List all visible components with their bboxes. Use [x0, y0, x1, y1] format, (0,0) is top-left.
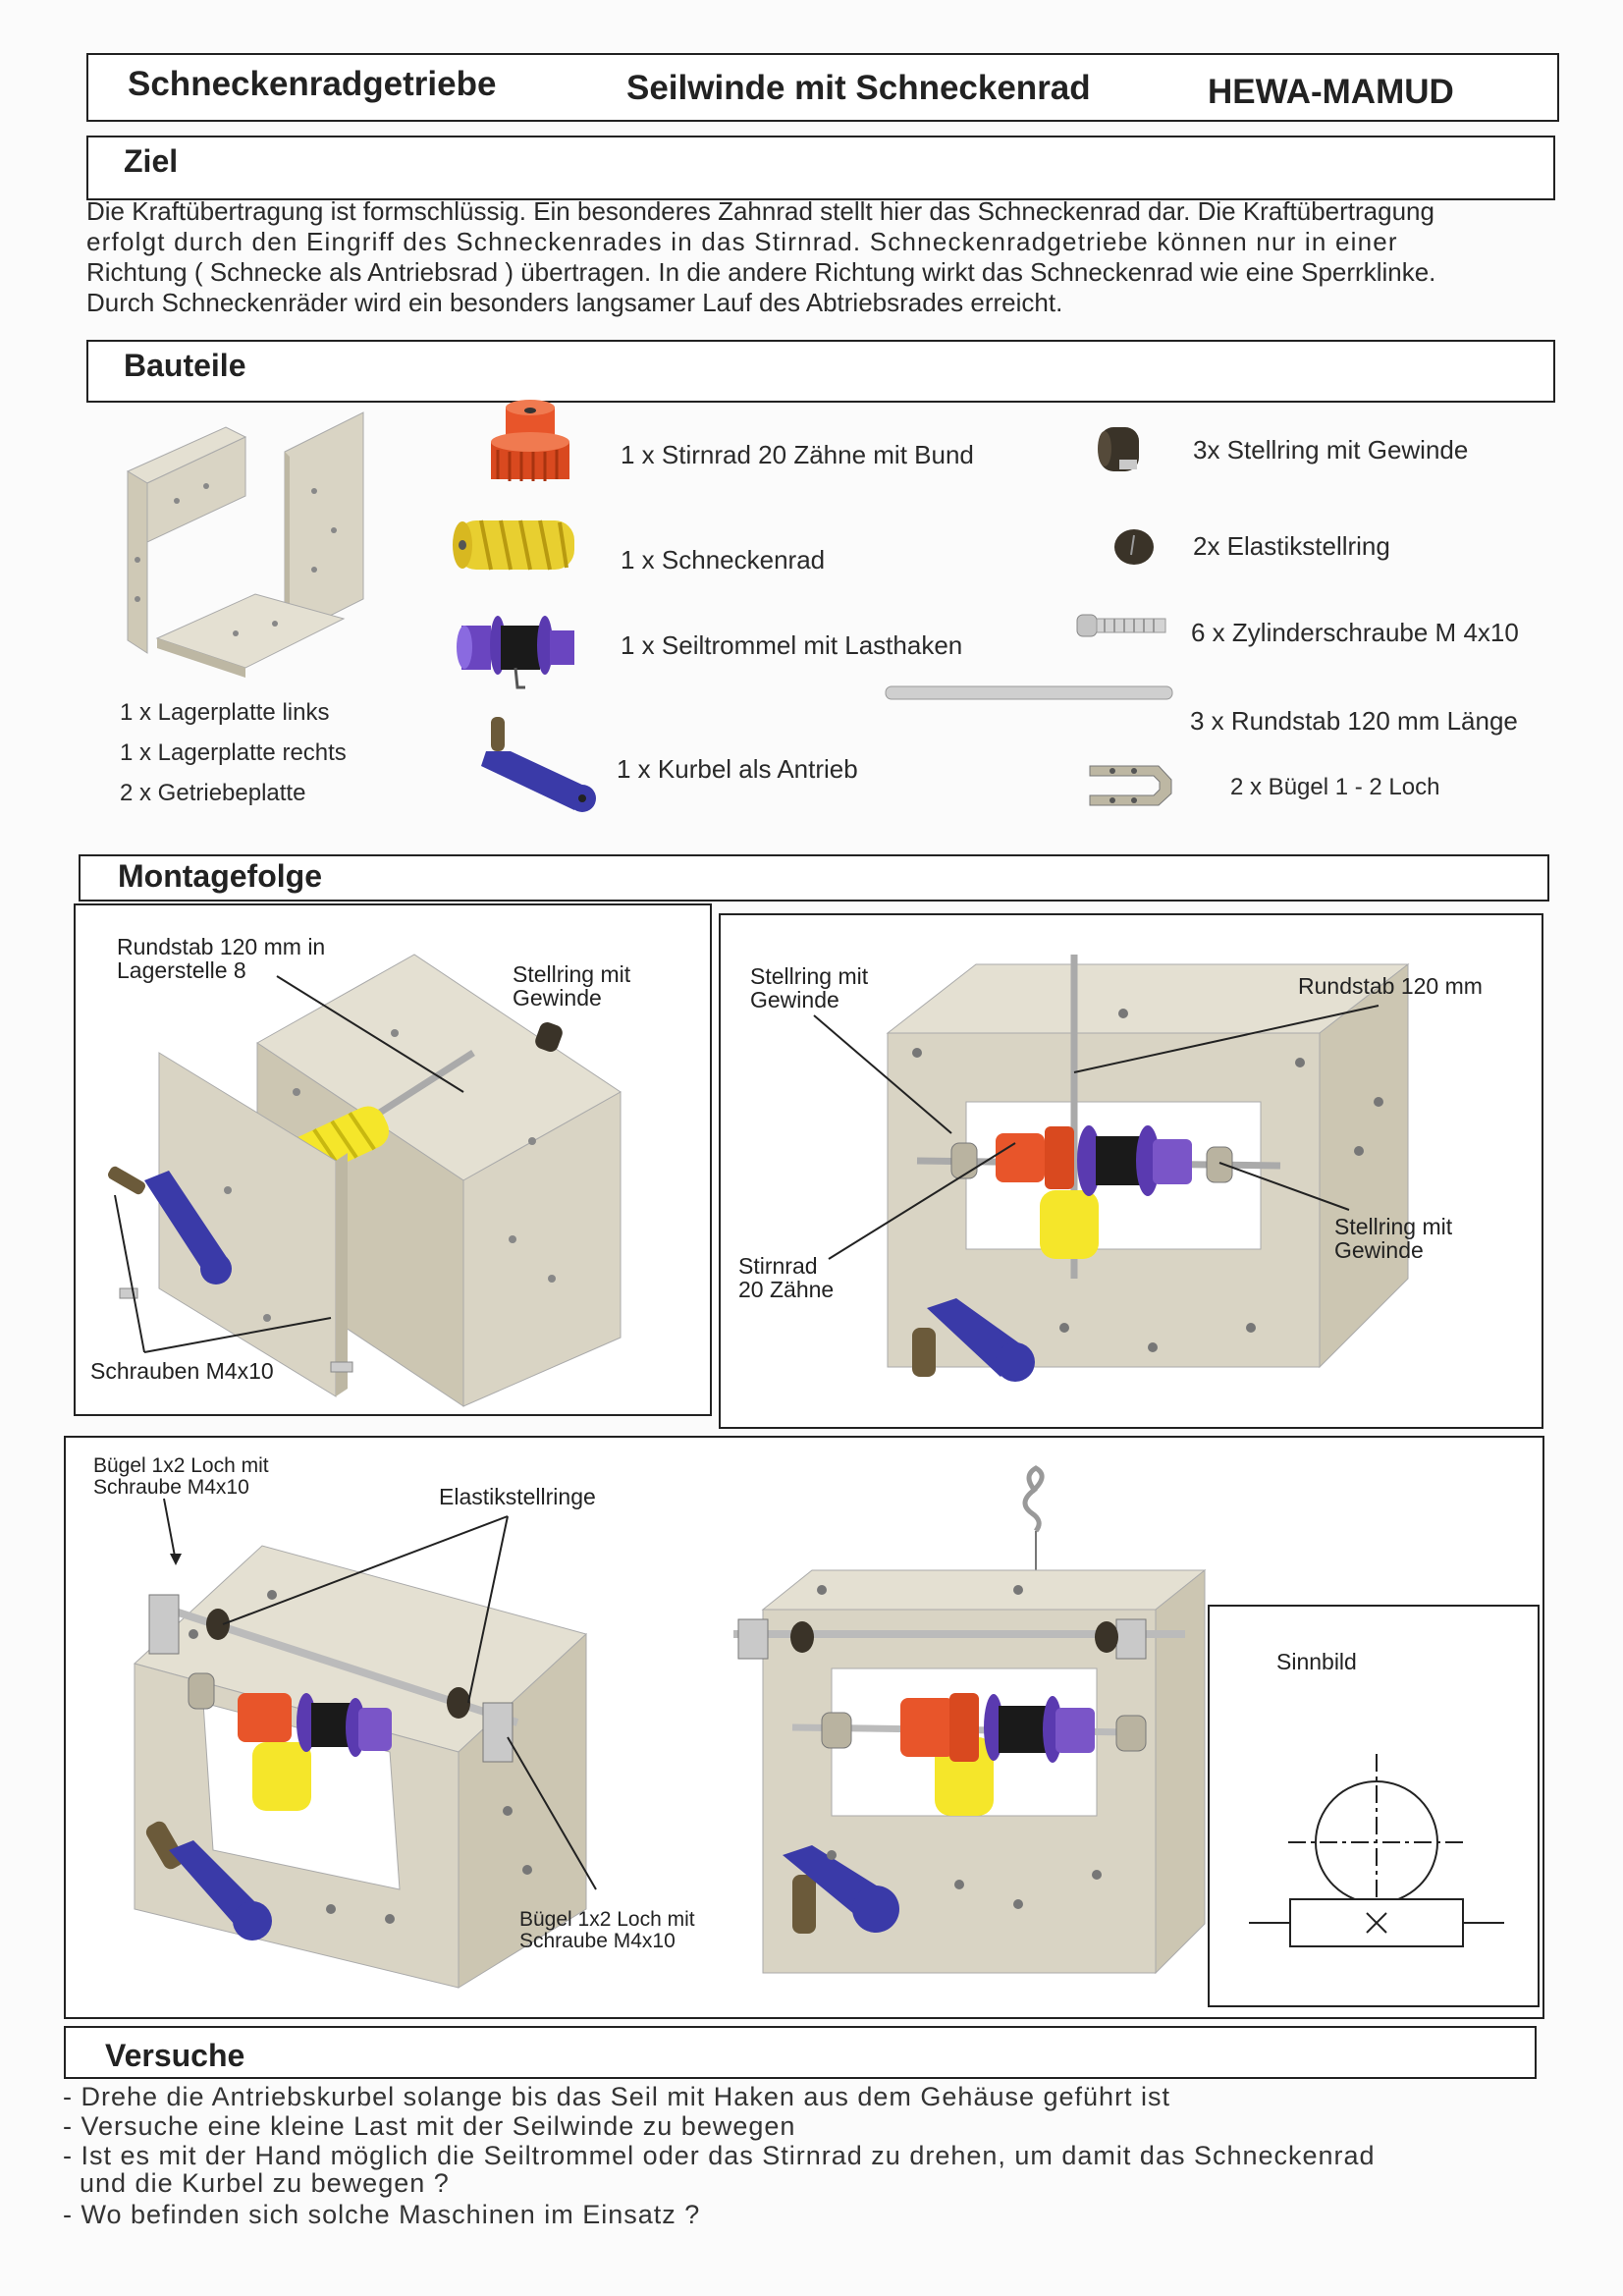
p1-stellring-label-1: Stellring mit — [513, 961, 631, 987]
ziel-line: erfolgt durch den Eingriff des Schnecken… — [86, 227, 1398, 256]
p1-rundstab-label-1: Rundstab 120 mm in — [117, 934, 326, 959]
rundstab-icon — [885, 685, 1173, 700]
header-right: HEWA-MAMUD — [1208, 73, 1454, 111]
lagerplatten-illustration — [126, 411, 364, 678]
part-lagerplatte-rechts: 1 x Lagerplatte rechts — [120, 739, 347, 766]
versuche-section-box: Versuche — [64, 2026, 1537, 2079]
montage-panel-1: Rundstab 120 mm in Lagerstelle 8 Stellri… — [74, 903, 712, 1416]
header-center: Seilwinde mit Schneckenrad — [626, 69, 1091, 107]
ziel-title: Ziel — [124, 143, 179, 179]
part-lagerplatte-links: 1 x Lagerplatte links — [120, 699, 330, 726]
p1-stellring-label-2: Gewinde — [513, 985, 602, 1011]
bauteile-section-box: Bauteile — [86, 340, 1555, 403]
part-zylinderschraube: 6 x Zylinderschraube M 4x10 — [1191, 618, 1519, 647]
buegel-icon — [1089, 765, 1172, 806]
zylinderschraube-icon — [1076, 614, 1166, 637]
p2-rundstab-label: Rundstab 120 mm — [1298, 973, 1483, 999]
p2-stirnrad-2: 20 Zähne — [738, 1277, 835, 1302]
panel3-right-illustration — [733, 1465, 1207, 1975]
kurbel-icon — [481, 717, 596, 812]
montage-panel-3: Bügel 1x2 Loch mit Schraube M4x10 Elasti… — [64, 1436, 1544, 2019]
header-box: Schneckenradgetriebe Seilwinde mit Schne… — [86, 53, 1559, 122]
p2-stellring-right-1: Stellring mit — [1334, 1214, 1453, 1239]
part-rundstab: 3 x Rundstab 120 mm Länge — [1190, 706, 1518, 736]
p3-leader-lines — [163, 1498, 597, 1890]
part-stellring: 3x Stellring mit Gewinde — [1193, 435, 1469, 465]
p1-schrauben-label: Schrauben M4x10 — [90, 1358, 274, 1384]
versuche-item: - Ist es mit der Hand möglich die Seiltr… — [63, 2141, 1376, 2170]
ziel-line: Durch Schneckenräder wird ein besonders … — [86, 288, 1063, 317]
elastikstellring-icon — [1114, 529, 1154, 565]
schneckenrad-icon — [453, 519, 574, 571]
p3-buegel-top-2: Schraube M4x10 — [93, 1476, 249, 1499]
seiltrommel-icon — [457, 616, 574, 689]
ziel-line: Richtung ( Schnecke als Antriebsrad ) üb… — [86, 257, 1436, 287]
part-buegel: 2 x Bügel 1 - 2 Loch — [1230, 774, 1440, 800]
montage-section-box: Montagefolge — [79, 854, 1549, 902]
versuche-item: - Versuche eine kleine Last mit der Seil… — [63, 2111, 796, 2141]
sinnbild-box: Sinnbild — [1208, 1605, 1540, 2007]
versuche-item: - Drehe die Antriebskurbel solange bis d… — [63, 2082, 1171, 2111]
stirnrad-icon — [491, 400, 569, 481]
montage-panel-2: Stellring mit Gewinde Rundstab 120 mm St… — [719, 913, 1543, 1429]
p1-rundstab-label-2: Lagerstelle 8 — [117, 957, 246, 983]
ziel-line: Die Kraftübertragung ist formschlüssig. … — [86, 196, 1434, 226]
stellring-icon — [1098, 427, 1139, 471]
ziel-text: Die Kraftübertragung ist formschlüssig. … — [86, 196, 1569, 318]
p3-buegel-bottom-2: Schraube M4x10 — [519, 1930, 676, 1952]
header-left: Schneckenradgetriebe — [128, 65, 497, 103]
p3-buegel-top-1: Bügel 1x2 Loch mit — [93, 1454, 269, 1477]
part-kurbel: 1 x Kurbel als Antrieb — [617, 754, 858, 784]
p2-stirnrad-1: Stirnrad — [738, 1253, 818, 1279]
p1-leader-lines — [114, 975, 464, 1353]
p2-stellring-right-2: Gewinde — [1334, 1237, 1424, 1263]
part-stirnrad: 1 x Stirnrad 20 Zähne mit Bund — [621, 440, 974, 469]
panel2-assembly-illustration — [886, 955, 1410, 1382]
panel3-left-illustration — [133, 1545, 588, 1989]
p2-stellring-left-1: Stellring mit — [750, 963, 869, 989]
sinnbild-label: Sinnbild — [1276, 1649, 1357, 1674]
montage-title: Montagefolge — [118, 858, 322, 894]
versuche-item: und die Kurbel zu bewegen ? — [63, 2168, 450, 2198]
versuche-title: Versuche — [105, 2038, 245, 2073]
p3-elastik-label: Elastikstellringe — [439, 1484, 596, 1509]
p2-leader-lines — [813, 1005, 1380, 1260]
p3-buegel-bottom-1: Bügel 1x2 Loch mit — [519, 1908, 695, 1931]
p2-stellring-left-2: Gewinde — [750, 987, 839, 1012]
part-getriebeplatte: 2 x Getriebeplatte — [120, 780, 306, 806]
versuche-item: - Wo befinden sich solche Maschinen im E… — [63, 2200, 701, 2229]
bauteile-title: Bauteile — [124, 348, 246, 383]
ziel-section-box: Ziel — [86, 136, 1555, 200]
part-schneckenrad: 1 x Schneckenrad — [621, 545, 826, 574]
part-seiltrommel: 1 x Seiltrommel mit Lasthaken — [621, 630, 963, 660]
panel1-assembly-illustration — [108, 954, 622, 1407]
sinnbild-symbol — [1249, 1754, 1504, 1947]
part-elastikstellring: 2x Elastikstellring — [1193, 531, 1390, 561]
